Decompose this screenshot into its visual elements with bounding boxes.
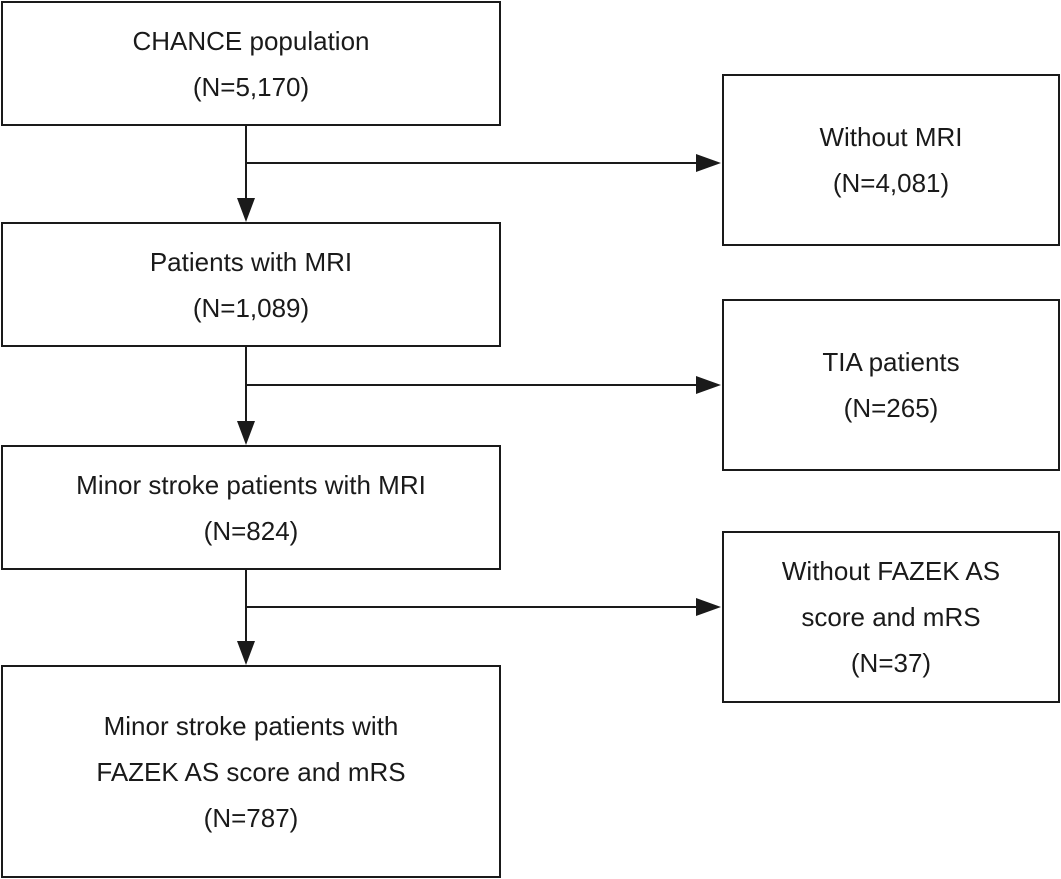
box-count: (N=1,089) (192, 292, 310, 323)
arrowhead-exclusion-3 (696, 598, 721, 616)
box-label: TIA patients (822, 347, 960, 377)
box-excluded-without-mri: Without MRI (N=4,081) (722, 74, 1060, 246)
box-count: (N=265) (843, 393, 939, 423)
box-final-cohort: Minor stroke patients with FAZEK AS scor… (1, 665, 501, 878)
box-label-line-1: Without FAZEK AS (781, 556, 1001, 586)
box-minor-stroke-with-mri: Minor stroke patients with MRI (N=824) (1, 445, 501, 570)
arrowhead-main-3 (237, 641, 255, 665)
box-excluded-without-score: Without FAZEK AS score and mRS (N=37) (722, 531, 1060, 703)
box-chance-population: CHANCE population (N=5,170) (1, 1, 501, 126)
arrowhead-main-1 (237, 198, 255, 222)
box-label-line-2: score and mRS (801, 602, 981, 632)
box-count: (N=787) (203, 802, 299, 833)
arrowhead-main-2 (237, 421, 255, 445)
box-label: Minor stroke patients with MRI (76, 469, 426, 500)
box-count: (N=5,170) (192, 71, 310, 102)
box-count: (N=824) (203, 515, 299, 546)
box-label: CHANCE population (132, 25, 370, 56)
arrowhead-exclusion-2 (696, 376, 721, 394)
box-label: Without MRI (819, 122, 963, 152)
arrowhead-exclusion-1 (696, 154, 721, 172)
box-label: Patients with MRI (149, 246, 353, 277)
box-label-line-2: FAZEK AS score and mRS (96, 756, 406, 787)
box-count: (N=4,081) (832, 168, 950, 198)
box-patients-with-mri: Patients with MRI (N=1,089) (1, 222, 501, 347)
box-excluded-tia: TIA patients (N=265) (722, 299, 1060, 471)
box-label-line-1: Minor stroke patients with (103, 710, 399, 741)
box-count: (N=37) (850, 648, 932, 678)
